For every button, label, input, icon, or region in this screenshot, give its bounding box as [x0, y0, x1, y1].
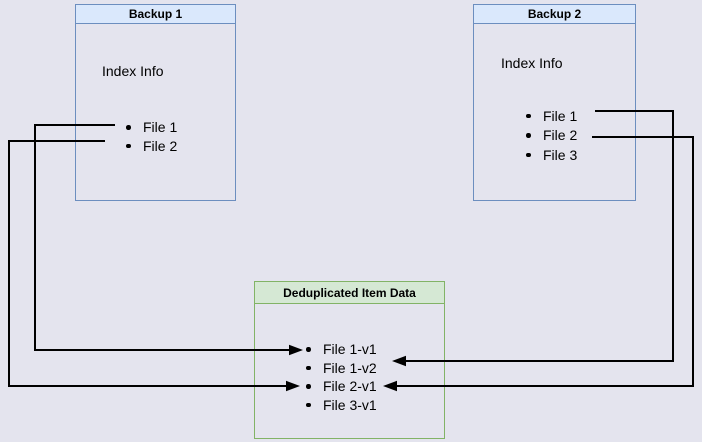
deduplicated-item-data-box: Deduplicated Item Data File 1-v1 File 1-… [254, 281, 445, 439]
file-label: File 1 [543, 107, 578, 124]
file-label: File 3 [543, 146, 578, 163]
backup1-index-info-label: Index Info [102, 63, 164, 79]
file-label: File 1 [143, 119, 178, 136]
file-label: File 3-v1 [323, 397, 377, 414]
deduplicated-file-list: File 1-v1 File 1-v2 File 2-v1 File 3-v1 [255, 340, 444, 414]
bullet-icon [526, 113, 531, 119]
file-label: File 2 [543, 127, 578, 144]
bullet-icon [306, 365, 311, 371]
file-label: File 2 [143, 137, 178, 154]
file-label: File 2-v1 [323, 378, 377, 395]
bullet-icon [306, 347, 311, 352]
deduplicated-item-data-title: Deduplicated Item Data [255, 282, 444, 304]
list-item: File 2 [474, 126, 635, 146]
bullet-icon [306, 384, 311, 389]
list-item: File 3-v1 [255, 396, 444, 415]
backup1-title: Backup 1 [76, 5, 235, 24]
list-item: File 2-v1 [255, 377, 444, 396]
backup2-index-info-label: Index Info [501, 55, 563, 71]
backup1-file-list: File 1 File 2 [76, 118, 235, 155]
list-item: File 1 [76, 118, 235, 137]
backup2-box: Backup 2 Index Info File 1 File 2 File 3 [473, 4, 636, 201]
file-label: File 1-v1 [323, 341, 377, 358]
backup2-file-list: File 1 File 2 File 3 [474, 106, 635, 165]
bullet-icon [526, 152, 531, 158]
bullet-icon [526, 133, 531, 138]
list-item: File 3 [474, 145, 635, 165]
bullet-icon [306, 402, 311, 408]
list-item: File 1 [474, 106, 635, 126]
bullet-icon [126, 143, 131, 148]
list-item: File 1-v2 [255, 359, 444, 378]
list-item: File 2 [76, 137, 235, 156]
backup1-box: Backup 1 Index Info File 1 File 2 [75, 4, 236, 201]
file-label: File 1-v2 [323, 359, 377, 376]
bullet-icon [126, 125, 131, 130]
backup2-title: Backup 2 [474, 5, 635, 24]
list-item: File 1-v1 [255, 340, 444, 359]
